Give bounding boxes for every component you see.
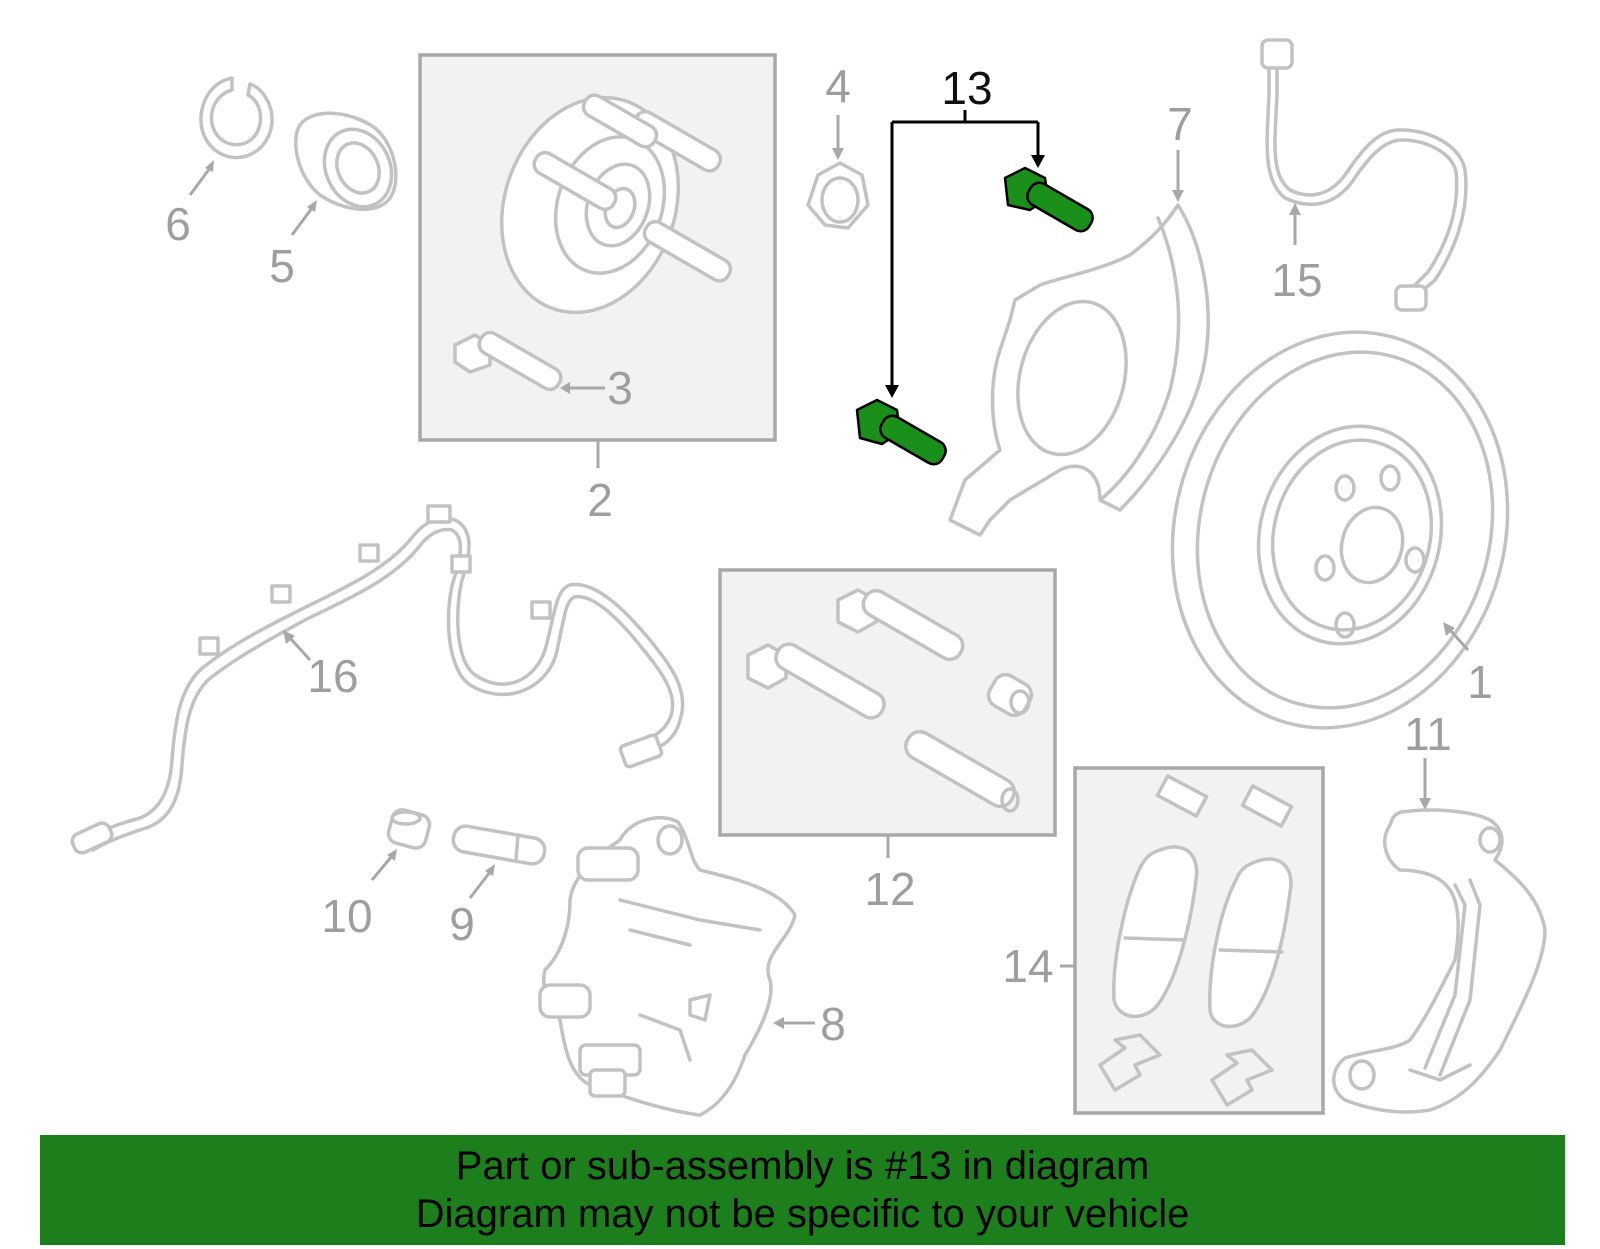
part-5-bearing bbox=[294, 111, 398, 211]
callout-12: 12 bbox=[864, 863, 915, 915]
part-13-bolt-lower bbox=[855, 398, 947, 466]
callout-7: 7 bbox=[1167, 98, 1193, 150]
leader-4 bbox=[832, 115, 844, 160]
callout-8: 8 bbox=[820, 998, 846, 1050]
info-banner: Part or sub-assembly is #13 in diagram D… bbox=[40, 1135, 1565, 1245]
leader-1 bbox=[1443, 622, 1470, 652]
part-2-hub bbox=[499, 93, 733, 315]
part-7-splash-shield bbox=[948, 203, 1210, 537]
part-6-snap-ring bbox=[199, 76, 274, 160]
banner-line-2: Diagram may not be specific to your vehi… bbox=[415, 1192, 1190, 1236]
part-4-nut bbox=[806, 161, 870, 230]
banner-line-1: Part or sub-assembly is #13 in diagram bbox=[455, 1144, 1150, 1188]
callout-13: 13 bbox=[941, 62, 992, 114]
part-3-hub-bolt bbox=[453, 330, 563, 392]
part-14-brake-pads bbox=[1098, 774, 1294, 1107]
leader-6 bbox=[188, 160, 214, 196]
part-12-guide-pins bbox=[746, 588, 1034, 813]
leader-10 bbox=[370, 849, 397, 881]
callout-3: 3 bbox=[607, 362, 633, 414]
leader-8 bbox=[773, 1017, 815, 1029]
callout-14: 14 bbox=[1002, 940, 1053, 992]
part-16-harness bbox=[70, 504, 685, 855]
callout-9: 9 bbox=[449, 898, 475, 950]
callout-2: 2 bbox=[587, 474, 613, 526]
part-15-wear-sensor bbox=[1260, 38, 1468, 312]
leader-16 bbox=[283, 630, 312, 662]
callout-1: 1 bbox=[1467, 656, 1493, 708]
leader-9 bbox=[468, 864, 495, 899]
callout-16: 16 bbox=[307, 650, 358, 702]
callout-11: 11 bbox=[1404, 708, 1452, 760]
leader-5 bbox=[290, 200, 317, 236]
part-11-caliper-bracket bbox=[1332, 808, 1547, 1114]
callout-10: 10 bbox=[321, 890, 372, 942]
part-10-bushing bbox=[386, 808, 432, 850]
callout-4: 4 bbox=[825, 60, 851, 112]
callout-5: 5 bbox=[269, 240, 295, 292]
leader-13 bbox=[885, 110, 1045, 398]
leader-15 bbox=[1289, 203, 1301, 245]
leader-7 bbox=[1172, 150, 1184, 202]
part-1-rotor bbox=[1170, 330, 1510, 730]
callout-15: 15 bbox=[1271, 254, 1322, 306]
part-9-pin bbox=[451, 824, 547, 866]
part-13-bolt-upper bbox=[1003, 166, 1094, 233]
leader-11 bbox=[1419, 758, 1431, 810]
callout-6: 6 bbox=[165, 198, 191, 250]
part-8-caliper bbox=[538, 816, 797, 1117]
leader-3 bbox=[560, 382, 605, 394]
